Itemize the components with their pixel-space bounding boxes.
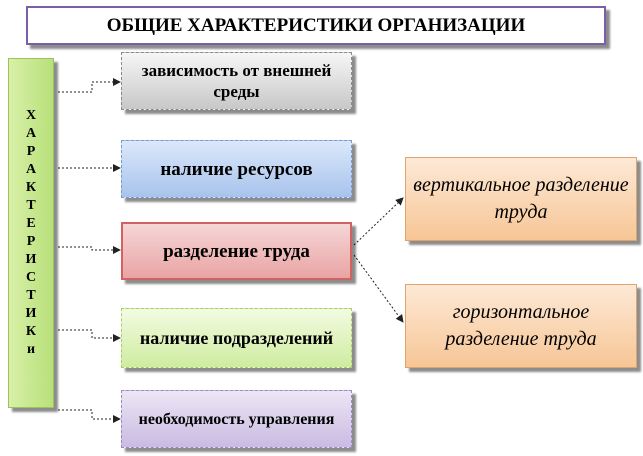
- letter: Р: [26, 144, 36, 159]
- letter: Т: [26, 198, 36, 213]
- connector-5: [58, 409, 121, 423]
- connector-4: [58, 329, 121, 342]
- letter: И: [25, 306, 37, 321]
- item-subdivisions: наличие подразделений: [121, 308, 352, 368]
- letter: А: [25, 162, 37, 177]
- horizontal-division: горизонтальное разделение труда: [405, 284, 637, 368]
- letter: К: [25, 324, 37, 339]
- letter: Х: [25, 108, 37, 123]
- connector-3: [58, 246, 121, 254]
- connector-vertical: [353, 197, 404, 246]
- characteristics-label: Х А Р А К Т Е Р И С Т И К и: [8, 58, 54, 408]
- connector-1: [58, 78, 121, 93]
- connector-horizontal: [353, 254, 404, 323]
- letter: С: [25, 270, 37, 285]
- item-external-dependence: зависимость от внешней среды: [121, 52, 352, 110]
- item-management-need: необходимость управления: [121, 390, 352, 448]
- letter: Р: [26, 234, 36, 249]
- item-division-of-labor: разделение труда: [121, 222, 352, 280]
- letter: И: [25, 252, 37, 267]
- vertical-division: вертикальное разделение труда: [405, 157, 637, 241]
- letter: К: [25, 180, 37, 195]
- letter: Т: [26, 288, 36, 303]
- diagram-title: ОБЩИЕ ХАРАКТЕРИСТИКИ ОРГАНИЗАЦИИ: [26, 6, 606, 45]
- letter: и: [26, 342, 36, 357]
- item-resources: наличие ресурсов: [121, 140, 352, 198]
- letter: А: [25, 126, 37, 141]
- letter: Е: [26, 216, 36, 231]
